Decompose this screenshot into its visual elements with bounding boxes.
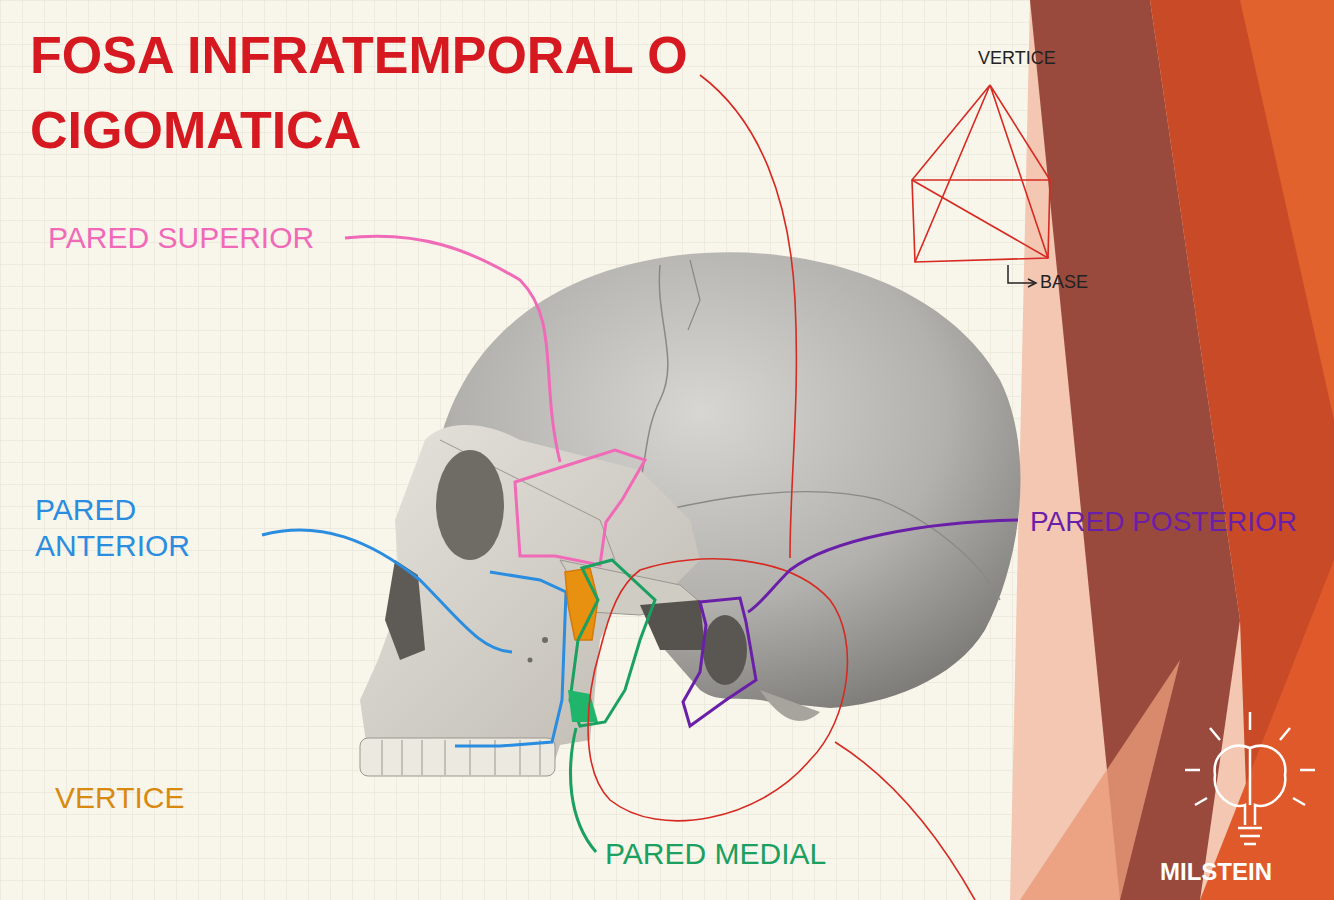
skull xyxy=(360,252,1020,776)
logo-icon xyxy=(1185,712,1315,844)
title: FOSA INFRATEMPORAL O CIGOMATICA xyxy=(30,18,690,169)
red-line xyxy=(835,742,975,900)
leader-line xyxy=(748,520,1018,612)
deco-band xyxy=(1020,660,1180,900)
watermark: MILSTEIN xyxy=(1160,858,1272,887)
wall-label: PARED SUPERIOR xyxy=(48,220,314,256)
vertex-region xyxy=(565,568,598,640)
fossa-outline xyxy=(588,559,847,821)
anterior-wall xyxy=(455,572,566,746)
red-line xyxy=(700,75,796,558)
pyramid-sketch xyxy=(912,85,1050,262)
wall-label: PARED ANTERIOR xyxy=(35,492,235,564)
wall-label: PARED MEDIAL xyxy=(605,836,826,872)
deco-band xyxy=(1240,0,1334,420)
base-label: BASE xyxy=(1040,272,1088,294)
vertex-label: VERTICE xyxy=(55,780,184,816)
superior-wall xyxy=(515,450,645,565)
deco-band xyxy=(1010,0,1334,900)
leader-line xyxy=(571,728,596,852)
wall-label: PARED POSTERIOR xyxy=(1030,505,1297,539)
deco-band xyxy=(1150,0,1334,900)
deco-band xyxy=(1200,560,1334,900)
medial-wall-fill xyxy=(568,690,598,722)
leader-line xyxy=(345,236,560,462)
base-arrow-head xyxy=(1028,279,1036,287)
leader-line xyxy=(262,530,512,652)
posterior-wall xyxy=(683,598,756,726)
vertex-label: VERTICE xyxy=(978,48,1056,70)
